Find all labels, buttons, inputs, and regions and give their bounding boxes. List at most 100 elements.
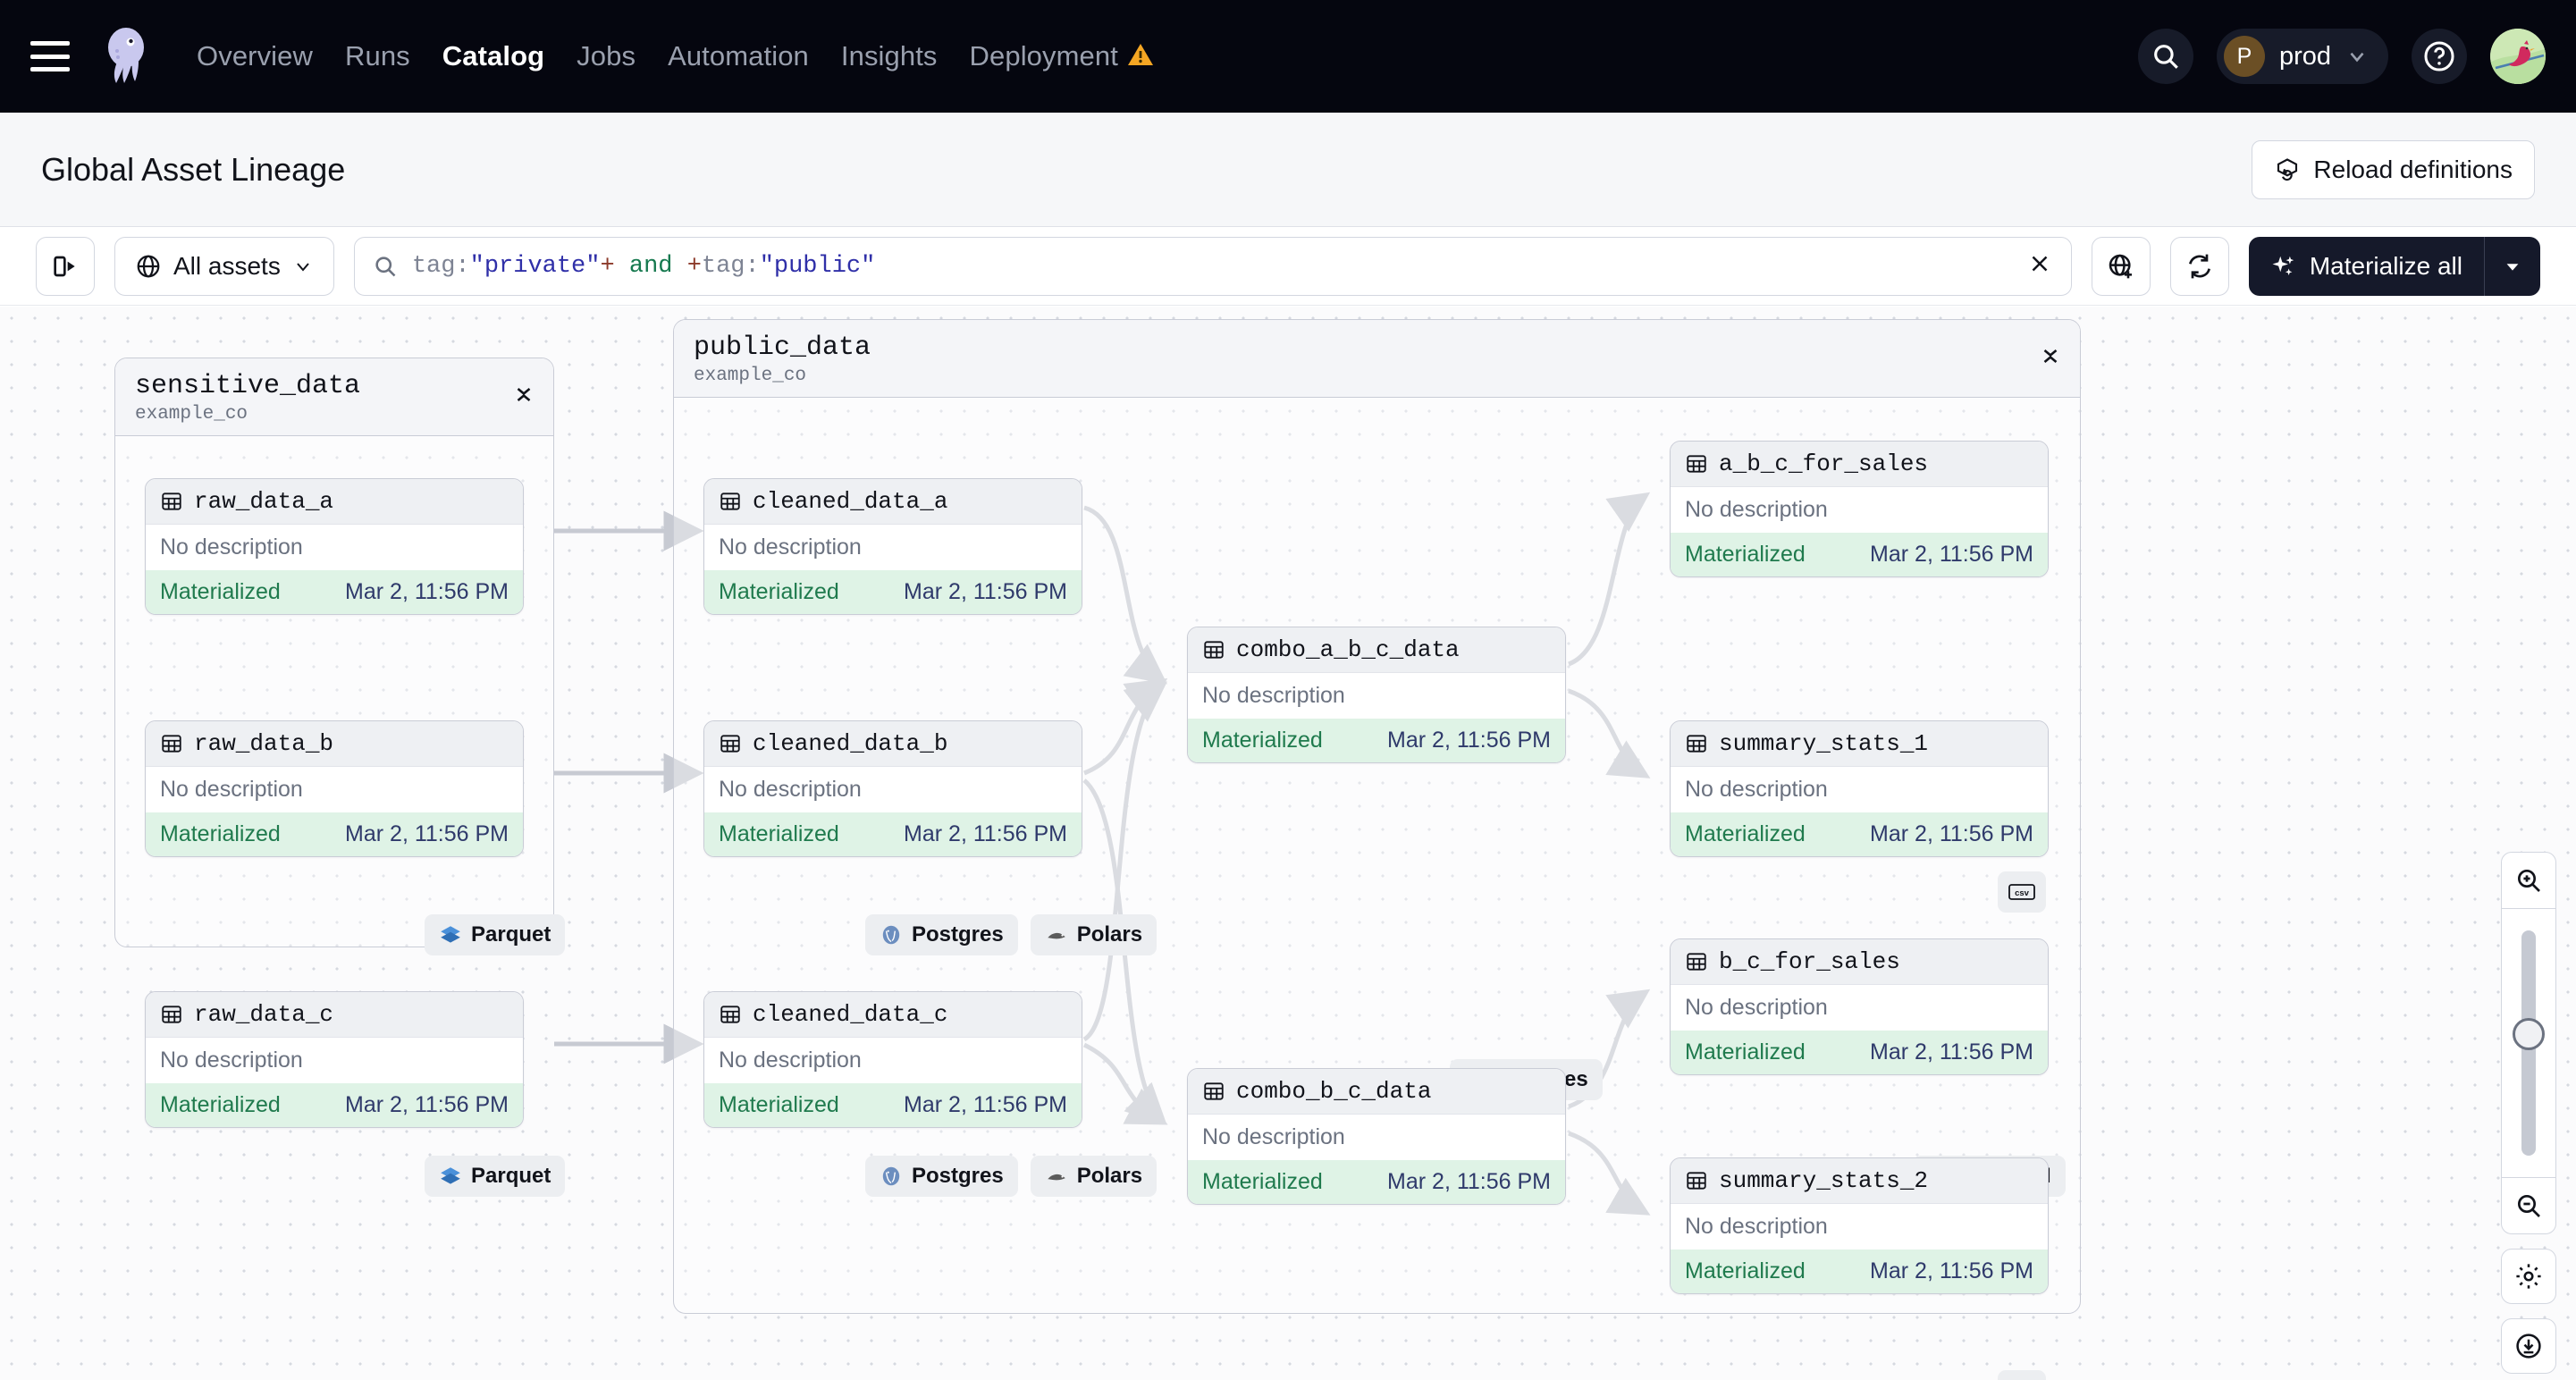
collapse-icon[interactable] [2039, 345, 2062, 373]
asset-tags-a_b_c_for_sales: csv [1998, 871, 2046, 913]
status-label: Materialized [160, 579, 281, 604]
panel-expand-icon [54, 256, 75, 276]
nav-item-jobs[interactable]: Jobs [577, 40, 636, 72]
clear-search-button[interactable] [2026, 250, 2053, 282]
asset-tags-raw_data_b: Parquet [425, 1156, 566, 1197]
asset-node-header: combo_b_c_data [1188, 1069, 1565, 1115]
add-global-filter-button[interactable] [2091, 236, 2151, 296]
materialize-dropdown-button[interactable] [2485, 257, 2540, 276]
refresh-button[interactable] [2169, 236, 2229, 296]
table-icon [162, 1006, 181, 1023]
help-button[interactable] [2412, 29, 2467, 84]
nav-item-deployment[interactable]: Deployment [969, 40, 1118, 72]
collapse-icon[interactable] [512, 383, 535, 411]
tag-polars[interactable]: Polars [1030, 914, 1158, 955]
tag-parquet[interactable]: Parquet [425, 1156, 566, 1197]
status-label: Materialized [160, 821, 281, 846]
group-header-sensitive_data[interactable]: sensitive_data example_co [115, 358, 553, 436]
hamburger-menu-icon[interactable] [30, 41, 70, 72]
status-label: Materialized [1202, 1169, 1323, 1194]
search-icon [2154, 45, 2178, 69]
download-lineage-button[interactable] [2501, 1318, 2556, 1374]
status-label: Materialized [160, 1092, 281, 1117]
materialize-all-main[interactable]: Materialize all [2249, 252, 2484, 281]
deployment-selector[interactable]: P prod [2216, 29, 2388, 84]
status-label: Materialized [1202, 728, 1323, 753]
asset-group-sensitive_data[interactable]: sensitive_data example_co [114, 358, 554, 947]
global-search-button[interactable] [2137, 29, 2193, 84]
asset-node-raw_data_b[interactable]: raw_data_b No description Materialized M… [145, 720, 524, 857]
lineage-canvas[interactable]: sensitive_data example_co public_data ex… [0, 307, 2576, 1380]
table-icon [720, 1006, 740, 1023]
status-label: Materialized [1685, 542, 1806, 567]
tag-csv[interactable]: csv [1998, 1370, 2046, 1380]
status-label: Materialized [719, 1092, 839, 1117]
nav-item-deployment-wrap[interactable]: Deployment [970, 40, 1154, 72]
search-icon [375, 256, 396, 276]
asset-name: combo_b_c_data [1236, 1078, 1432, 1105]
nav-item-automation[interactable]: Automation [668, 40, 809, 72]
asset-node-cleaned_data_b[interactable]: cleaned_data_b No description Materializ… [703, 720, 1082, 857]
table-icon [1687, 1172, 1706, 1190]
edge-cleaned_data_a-combo_a_b_c_data [1083, 505, 1167, 685]
status-label: Materialized [1685, 1039, 1806, 1064]
zoom-in-button[interactable] [2502, 853, 2555, 908]
chevron-down-icon [2350, 52, 2364, 63]
tag-csv[interactable]: csv [1998, 871, 2046, 913]
asset-status-row: Materialized Mar 2, 11:56 PM [1188, 1160, 1565, 1204]
nav-item-runs[interactable]: Runs [345, 40, 410, 72]
asset-node-raw_data_a[interactable]: raw_data_a No description Materialized M… [145, 478, 524, 615]
tag-postgres[interactable]: Postgres [865, 914, 1018, 955]
tag-parquet[interactable]: Parquet [425, 914, 566, 955]
token-3: and [614, 252, 687, 280]
svg-text:csv: csv [2015, 888, 2030, 898]
asset-description: No description [1188, 1115, 1565, 1160]
group-header-public_data[interactable]: public_data example_co [674, 320, 2080, 398]
zoom-slider-knob[interactable] [2513, 1018, 2545, 1050]
table-icon [1687, 455, 1706, 473]
asset-node-b_c_for_sales[interactable]: b_c_for_sales No description Materialize… [1670, 938, 2049, 1075]
asset-name: raw_data_a [194, 488, 334, 515]
status-timestamp: Mar 2, 11:56 PM [1870, 1258, 2033, 1283]
asset-node-combo_a_b_c_data[interactable]: combo_a_b_c_data No description Material… [1187, 627, 1566, 763]
asset-node-header: combo_a_b_c_data [1188, 627, 1565, 673]
asset-name: a_b_c_for_sales [1719, 450, 1929, 477]
asset-node-combo_b_c_data[interactable]: combo_b_c_data No description Materializ… [1187, 1068, 1566, 1205]
asset-node-summary_stats_1[interactable]: summary_stats_1 No description Materiali… [1670, 720, 2049, 857]
deployment-label: prod [2278, 41, 2331, 71]
status-timestamp: Mar 2, 11:56 PM [1870, 821, 2033, 846]
user-avatar[interactable] [2490, 29, 2546, 84]
reload-definitions-button[interactable]: Reload definitions [2252, 139, 2535, 199]
asset-scope-label: All assets [173, 251, 281, 280]
asset-node-raw_data_c[interactable]: raw_data_c No description Materialized M… [145, 991, 524, 1128]
zoom-slider[interactable] [2502, 909, 2555, 1177]
tag-label: Postgres [912, 922, 1004, 947]
group-name: sensitive_data [135, 371, 361, 401]
materialize-divider [2484, 236, 2485, 296]
asset-description: No description [146, 767, 523, 812]
chevron-down-icon [297, 262, 309, 272]
csv-icon: csv [2008, 884, 2035, 900]
dagster-logo-icon[interactable] [97, 24, 161, 88]
nav-item-overview[interactable]: Overview [197, 40, 313, 72]
zoom-out-button[interactable] [2502, 1178, 2555, 1233]
asset-node-cleaned_data_c[interactable]: cleaned_data_c No description Materializ… [703, 991, 1082, 1128]
asset-node-cleaned_data_a[interactable]: cleaned_data_a No description Materializ… [703, 478, 1082, 615]
tag-polars[interactable]: Polars [1030, 1156, 1158, 1197]
asset-name: summary_stats_2 [1719, 1167, 1929, 1194]
asset-node-a_b_c_for_sales[interactable]: a_b_c_for_sales No description Materiali… [1670, 441, 2049, 577]
lineage-search-input[interactable]: tag:"private"+ and +tag:"public" [353, 236, 2072, 296]
nav-item-insights[interactable]: Insights [840, 40, 938, 72]
nav-item-catalog[interactable]: Catalog [442, 40, 545, 72]
asset-node-summary_stats_2[interactable]: summary_stats_2 No description Materiali… [1670, 1157, 2049, 1294]
asset-scope-filter[interactable]: All assets [114, 236, 334, 296]
lineage-settings-button[interactable] [2501, 1249, 2556, 1304]
question-mark-icon [2424, 41, 2454, 72]
sidebar-toggle-button[interactable] [36, 236, 95, 296]
token-0: tag: [411, 252, 470, 280]
materialize-all-button[interactable]: Materialize all [2248, 236, 2540, 296]
zoom-in-icon [2518, 870, 2540, 892]
asset-description: No description [1188, 673, 1565, 719]
tag-postgres[interactable]: Postgres [865, 1156, 1018, 1197]
